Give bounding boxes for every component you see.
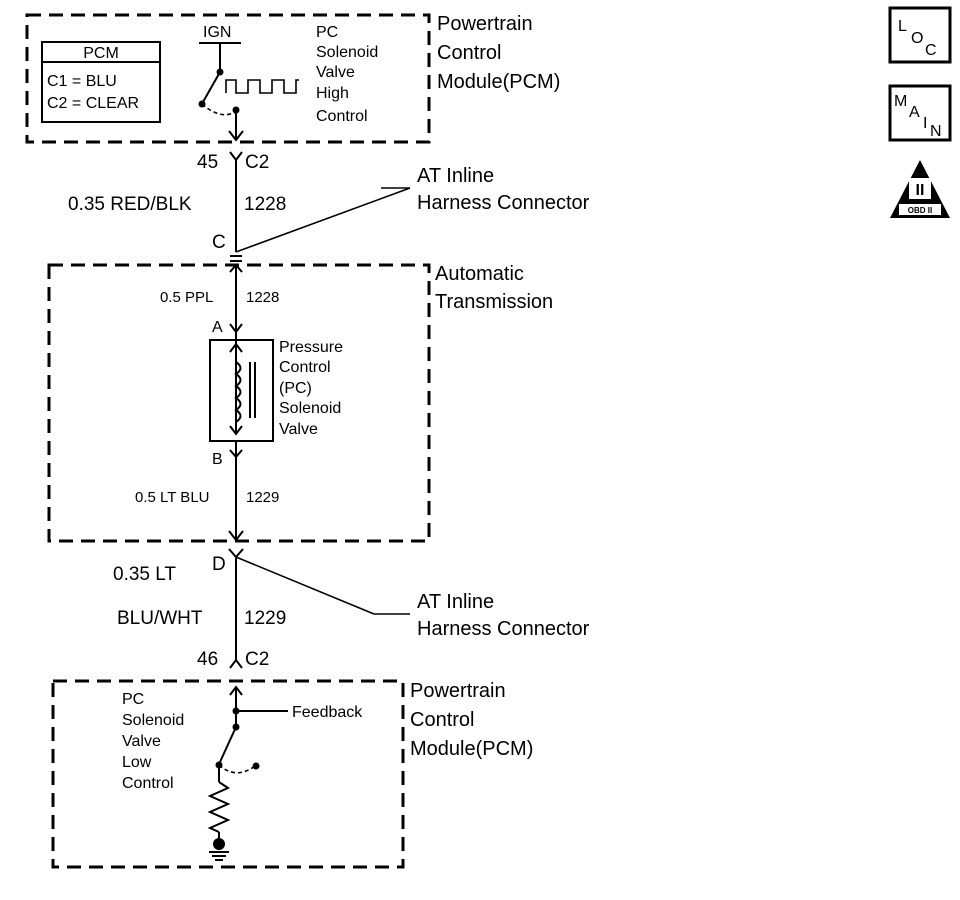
svg-text:A: A: [909, 104, 920, 121]
connector-c2-top: C2: [245, 152, 269, 173]
inline-connector-top-label: AT Inline Harness Connector: [381, 165, 590, 214]
svg-text:C: C: [925, 42, 937, 59]
svg-text:I: I: [923, 115, 927, 132]
svg-text:Harness Connector: Harness Connector: [417, 192, 590, 214]
transmission-boundary: [47, 263, 431, 543]
wire-bottom-circuit: 1229: [244, 608, 286, 629]
svg-text:Solenoid: Solenoid: [316, 44, 378, 61]
legend-title: PCM: [83, 45, 119, 62]
high-side-switch: [198, 42, 244, 142]
low-side-switch: [215, 685, 288, 782]
svg-text:Valve: Valve: [316, 64, 355, 81]
svg-text:Powertrain: Powertrain: [437, 13, 533, 35]
svg-text:AT Inline: AT Inline: [417, 591, 494, 613]
svg-text:Valve: Valve: [279, 421, 318, 438]
svg-text:(PC): (PC): [279, 380, 312, 397]
svg-text:Module(PCM): Module(PCM): [410, 738, 533, 760]
pin-b: B: [212, 451, 223, 468]
wire-a-circuit: 1228: [246, 289, 279, 306]
connector-c2-bottom: C2: [245, 649, 269, 670]
pcm-bottom-title: Powertrain Control Module(PCM): [410, 680, 533, 760]
wire-b-circuit: 1229: [246, 489, 279, 506]
pcm-top-module: PCM C1 = BLU C2 = CLEAR IGN PC Solenoid …: [25, 13, 560, 144]
pin-45: 45: [197, 152, 218, 173]
svg-text:Solenoid: Solenoid: [122, 712, 184, 729]
svg-text:Automatic: Automatic: [435, 263, 524, 285]
svg-text:N: N: [930, 123, 942, 140]
pcm-top-boundary: [25, 13, 431, 144]
svg-text:Transmission: Transmission: [435, 291, 553, 313]
high-control-label: PC Solenoid Valve High Control: [316, 24, 378, 125]
ground-icon: [209, 832, 229, 861]
svg-text:Valve: Valve: [122, 733, 161, 750]
wire-top-gauge-color: 0.35 RED/BLK: [68, 194, 192, 215]
svg-text:PC: PC: [122, 691, 144, 708]
resistor-icon: [207, 781, 231, 833]
pwm-square-wave-icon: [225, 79, 299, 94]
pin-46: 46: [197, 649, 218, 670]
legend-row-c1: C1 = BLU: [47, 73, 117, 90]
svg-text:O: O: [911, 30, 923, 47]
legend-row-c2: C2 = CLEAR: [47, 95, 139, 112]
svg-text:Control: Control: [279, 359, 331, 376]
svg-text:OBD II: OBD II: [908, 206, 932, 215]
loc-icon[interactable]: L O C: [888, 6, 952, 64]
svg-text:L: L: [898, 18, 907, 35]
pc-solenoid-icon: [209, 332, 274, 442]
svg-text:Control: Control: [122, 775, 174, 792]
wire-1229-bottom: D 0.35 LT BLU/WHT 1229 46 C2: [113, 548, 375, 670]
feedback-label: Feedback: [292, 704, 363, 721]
transmission-module: Automatic Transmission 0.5 PPL 1228 A Pr…: [47, 263, 553, 543]
svg-text:Powertrain: Powertrain: [410, 680, 506, 702]
svg-text:M: M: [894, 93, 907, 110]
svg-text:Harness Connector: Harness Connector: [417, 618, 590, 640]
pcm-top-title: Powertrain Control Module(PCM): [437, 13, 560, 93]
svg-text:Control: Control: [316, 108, 368, 125]
pcm-bottom-boundary: [51, 679, 405, 869]
svg-text:Control: Control: [437, 42, 501, 64]
svg-text:II: II: [916, 182, 925, 199]
transmission-title: Automatic Transmission: [435, 263, 553, 313]
pin-a: A: [212, 319, 223, 336]
low-control-label: PC Solenoid Valve Low Control: [122, 691, 184, 792]
inline-pin-d: D: [212, 554, 226, 575]
obd-ii-icon[interactable]: II OBD II: [890, 160, 950, 218]
svg-text:Low: Low: [122, 754, 152, 771]
main-icon[interactable]: M A I N: [888, 84, 952, 142]
wire-1228-top: 45 C2 0.35 RED/BLK 1228 C: [68, 151, 411, 262]
svg-text:Control: Control: [410, 709, 474, 731]
wire-a-gauge-color: 0.5 PPL: [160, 289, 213, 306]
inline-pin-c: C: [212, 232, 226, 253]
svg-text:Pressure: Pressure: [279, 339, 343, 356]
inline-connector-bottom-label: AT Inline Harness Connector: [374, 591, 590, 640]
pcm-connector-legend: PCM C1 = BLU C2 = CLEAR: [41, 41, 161, 123]
svg-text:Module(PCM): Module(PCM): [437, 71, 560, 93]
pc-solenoid-label: Pressure Control (PC) Solenoid Valve: [279, 339, 343, 438]
svg-text:Solenoid: Solenoid: [279, 400, 341, 417]
svg-text:AT Inline: AT Inline: [417, 165, 494, 187]
svg-text:High: High: [316, 85, 349, 102]
pcm-bottom-module: Powertrain Control Module(PCM) PC Soleno…: [51, 679, 533, 869]
wire-top-circuit: 1228: [244, 194, 286, 215]
wire-bottom-gauge-color-2: BLU/WHT: [117, 608, 203, 629]
ign-label: IGN: [203, 24, 231, 41]
wire-bottom-gauge-color-1: 0.35 LT: [113, 564, 176, 585]
svg-text:PC: PC: [316, 24, 338, 41]
wire-b-gauge-color: 0.5 LT BLU: [135, 489, 210, 506]
